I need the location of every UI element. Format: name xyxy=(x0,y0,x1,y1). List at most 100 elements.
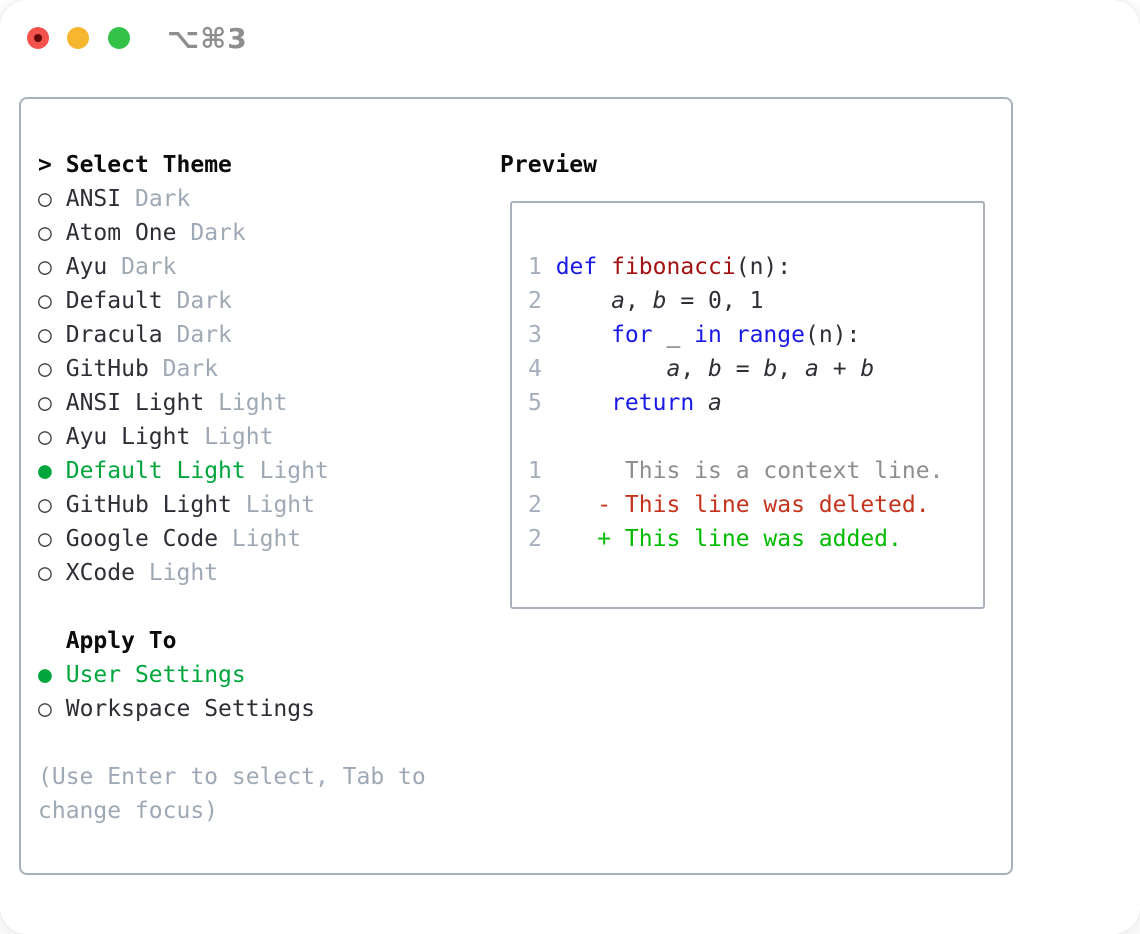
theme-option-ayu-dark[interactable]: ○ Ayu Dark xyxy=(38,250,426,284)
close-button[interactable] xyxy=(27,27,49,49)
code-line: 5 return a xyxy=(528,386,943,420)
line-number: 2 xyxy=(528,492,542,518)
theme-name: Default xyxy=(65,288,163,314)
code-segment: b xyxy=(708,356,722,382)
code-segment: , xyxy=(680,356,709,382)
theme-name: Atom One xyxy=(65,220,177,246)
code-segment: in xyxy=(694,322,722,348)
theme-option-google-code-light[interactable]: ○ Google Code Light xyxy=(38,522,426,556)
code-segment xyxy=(556,288,611,314)
code-segment: + This line was added. xyxy=(555,526,902,552)
code-line: 1 def fibonacci(n): xyxy=(528,250,943,284)
code-segment xyxy=(556,390,611,416)
line-number: 1 xyxy=(528,458,542,484)
theme-option-atom-one-dark[interactable]: ○ Atom One Dark xyxy=(38,216,426,250)
code-segment: range xyxy=(735,322,805,348)
code-segment: def xyxy=(555,254,598,280)
theme-option-github-light-light[interactable]: ○ GitHub Light Light xyxy=(38,488,426,522)
code-segment: return xyxy=(611,390,695,416)
code-segment: (n): xyxy=(735,254,792,280)
radio-unselected-icon: ○ xyxy=(38,560,52,586)
line-number: 2 xyxy=(528,526,542,552)
theme-variant-badge: Light xyxy=(231,526,302,552)
hint-text-line-2: change focus) xyxy=(38,798,219,824)
select-theme-header: > Select Theme xyxy=(38,148,426,182)
apply-option-workspace-settings[interactable]: ○ Workspace Settings xyxy=(38,692,426,726)
code-line: 2 + This line was added. xyxy=(528,522,943,556)
theme-variant-badge: Light xyxy=(245,492,315,518)
theme-variant-badge: Dark xyxy=(121,254,177,280)
theme-option-ansi-dark[interactable]: ○ ANSI Dark xyxy=(38,182,426,216)
spacer-row xyxy=(38,590,426,624)
radio-selected-icon: ● xyxy=(38,458,52,484)
zoom-button[interactable] xyxy=(108,27,130,49)
code-segment xyxy=(694,390,708,416)
code-segment: a xyxy=(805,356,819,382)
theme-variant-badge: Light xyxy=(148,560,219,586)
theme-option-default-light-light[interactable]: ● Default Light Light xyxy=(38,454,426,488)
theme-option-xcode-light[interactable]: ○ XCode Light xyxy=(38,556,426,590)
code-segment: b xyxy=(860,356,875,382)
code-line: 2 - This line was deleted. xyxy=(528,488,943,522)
apply-option-user-settings[interactable]: ● User Settings xyxy=(38,658,426,692)
theme-list: ○ ANSI Dark○ Atom One Dark○ Ayu Dark○ De… xyxy=(38,182,426,590)
theme-variant-badge: Dark xyxy=(190,220,246,246)
minimize-button[interactable] xyxy=(67,27,89,49)
preview-box: 1 def fibonacci(n): 2 a, b = 0, 1 3 for _ i… xyxy=(510,201,985,609)
unsaved-indicator-dot xyxy=(34,34,42,42)
code-line: 1 This is a context line. xyxy=(528,454,943,488)
code-segment: fibonacci xyxy=(611,254,736,280)
code-segment: This is a context line. xyxy=(555,458,944,484)
hint-text-line-1: (Use Enter to select, Tab to xyxy=(38,764,426,790)
theme-option-ayu-light-light[interactable]: ○ Ayu Light Light xyxy=(38,420,426,454)
code-segment xyxy=(556,322,611,348)
titlebar: ⌥⌘3 xyxy=(0,0,1140,76)
select-theme-header-label: Select Theme xyxy=(65,152,232,178)
theme-name: GitHub xyxy=(65,356,149,382)
line-number: 4 xyxy=(528,356,542,382)
preview-title: Preview xyxy=(500,152,597,178)
code-segment: = xyxy=(721,356,764,382)
line-number: 2 xyxy=(528,288,542,314)
theme-name: Google Code xyxy=(65,526,219,552)
theme-option-dracula-dark[interactable]: ○ Dracula Dark xyxy=(38,318,426,352)
theme-name: GitHub Light xyxy=(65,492,232,518)
radio-unselected-icon: ○ xyxy=(38,424,52,450)
radio-unselected-icon: ○ xyxy=(38,356,52,382)
code-line: 3 for _ in range(n): xyxy=(528,318,943,352)
theme-option-github-dark[interactable]: ○ GitHub Dark xyxy=(38,352,426,386)
theme-variant-badge: Dark xyxy=(176,288,232,314)
theme-list-column: > Select Theme ○ ANSI Dark○ Atom One Dar… xyxy=(38,148,426,828)
theme-name: Ayu Light xyxy=(65,424,191,450)
radio-unselected-icon: ○ xyxy=(38,492,52,518)
theme-variant-badge: Dark xyxy=(176,322,232,348)
code-segment: b xyxy=(763,356,778,382)
code-segment: = 0, 1 xyxy=(666,288,764,314)
code-segment xyxy=(597,254,611,280)
radio-unselected-icon: ○ xyxy=(38,220,52,246)
line-number: 5 xyxy=(528,390,542,416)
theme-option-ansi-light-light[interactable]: ○ ANSI Light Light xyxy=(38,386,426,420)
code-segment xyxy=(722,322,736,348)
radio-unselected-icon: ○ xyxy=(38,288,52,314)
theme-variant-badge: Dark xyxy=(134,186,191,212)
theme-name: ANSI Light xyxy=(65,390,205,416)
theme-name: Default Light xyxy=(65,458,246,484)
code-segment: , xyxy=(624,288,653,314)
radio-selected-icon: ● xyxy=(38,662,52,688)
spacer-row xyxy=(38,726,426,760)
radio-unselected-icon: ○ xyxy=(38,322,52,348)
apply-to-header: Apply To xyxy=(65,628,177,654)
code-segment: b xyxy=(652,288,667,314)
theme-variant-badge: Light xyxy=(204,424,274,450)
line-number: 1 xyxy=(528,254,542,280)
radio-unselected-icon: ○ xyxy=(38,696,52,722)
code-segment: a xyxy=(666,356,681,382)
code-preview: 1 def fibonacci(n): 2 a, b = 0, 1 3 for _ i… xyxy=(528,250,943,556)
theme-name: Ayu xyxy=(65,254,108,280)
window-shortcut-label: ⌥⌘3 xyxy=(167,22,248,55)
theme-option-default-dark[interactable]: ○ Default Dark xyxy=(38,284,426,318)
radio-unselected-icon: ○ xyxy=(38,390,52,416)
apply-option-label: User Settings xyxy=(65,662,246,688)
